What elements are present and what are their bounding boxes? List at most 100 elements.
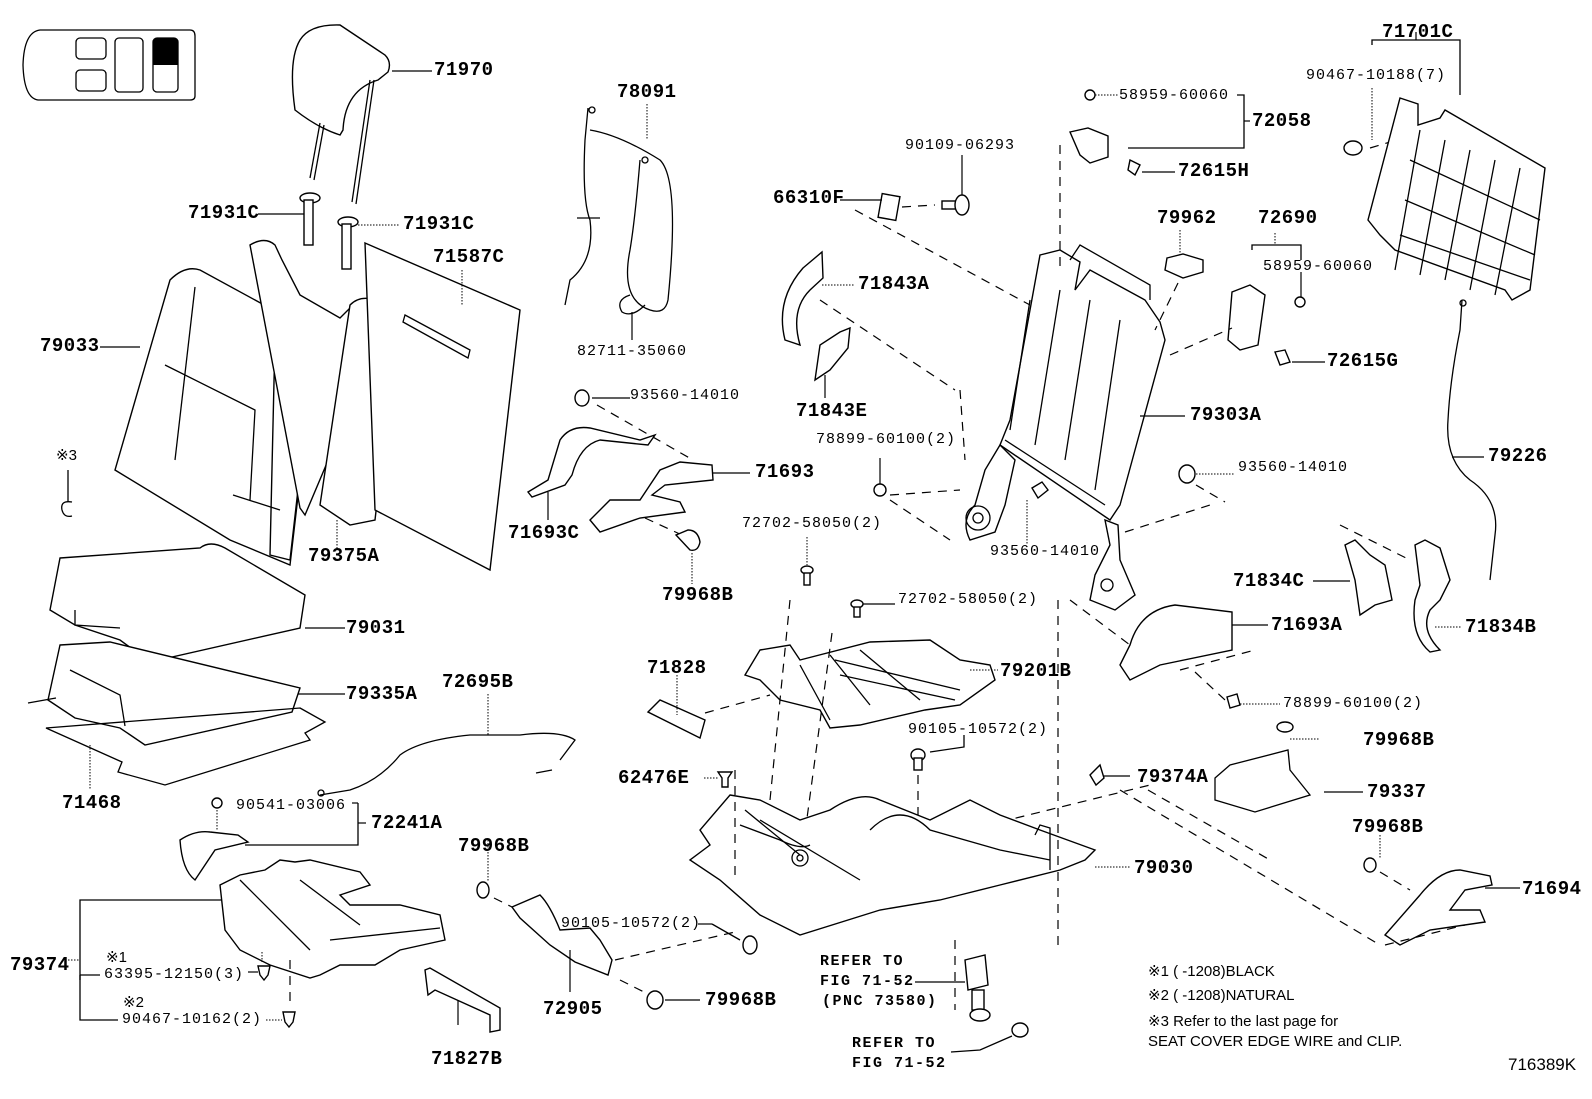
seatback-lock-striker-drawing xyxy=(1059,89,1250,270)
part-label-79968b-upper[interactable]: 79968B xyxy=(662,584,734,606)
part-label-71693a[interactable]: 71693A xyxy=(1271,614,1343,636)
hinge-cover-right-drawing xyxy=(1069,599,1280,709)
part-label-79375a[interactable]: 79375A xyxy=(308,545,380,567)
part-label-63395-12150[interactable]: 63395-12150(3) xyxy=(104,966,245,983)
part-label-72615h[interactable]: 72615H xyxy=(1178,160,1250,182)
part-label-71970[interactable]: 71970 xyxy=(434,59,494,81)
part-label-72241a[interactable]: 72241A xyxy=(371,812,443,834)
seatbelt-buckle-drawing xyxy=(915,940,1029,1053)
part-label-71834b[interactable]: 71834B xyxy=(1465,616,1537,638)
cushion-sheet-drawing xyxy=(27,697,327,790)
clip-drawing xyxy=(999,763,1151,823)
part-label-79303a[interactable]: 79303A xyxy=(1190,404,1262,426)
seat-cushion-frame-drawing xyxy=(743,599,998,871)
seatback-frame-drawing xyxy=(965,244,1185,611)
part-label-79374[interactable]: 79374 xyxy=(10,954,70,976)
refer-to-label-lower[interactable]: REFER TO xyxy=(852,1035,937,1052)
part-label-58959-60060-upper[interactable]: 58959-60060 xyxy=(1119,87,1230,104)
seat-cushion-pad-drawing xyxy=(47,641,345,746)
hinge-bolt-drawing xyxy=(1124,464,1235,533)
part-label-78091[interactable]: 78091 xyxy=(617,81,677,103)
footnote-3-line1: ※3 Refer to the last page for xyxy=(1148,1013,1339,1030)
cover-72241a-drawing xyxy=(179,797,366,882)
part-label-79030[interactable]: 79030 xyxy=(1134,857,1194,879)
part-label-79031[interactable]: 79031 xyxy=(346,617,406,639)
lock-assy-drawing xyxy=(1169,233,1325,366)
part-label-90467-10188[interactable]: 90467-10188(7) xyxy=(1306,67,1447,84)
footnote-3-line2: SEAT COVER EDGE WIRE and CLIP. xyxy=(1148,1033,1403,1050)
part-label-93560-14010-center[interactable]: 93560-14010 xyxy=(990,543,1101,560)
release-cable-lower-drawing xyxy=(317,694,576,797)
refer-fig-label-upper[interactable]: FIG 71-52 xyxy=(820,973,915,990)
part-label-72702-58050-lower[interactable]: 72702-58050(2) xyxy=(898,591,1039,608)
part-label-90109-06293[interactable]: 90109-06293 xyxy=(905,137,1016,154)
part-label-82711-35060[interactable]: 82711-35060 xyxy=(577,343,688,360)
part-label-79033[interactable]: 79033 xyxy=(40,335,100,357)
refer-pnc-label[interactable]: (PNC 73580) xyxy=(822,993,938,1010)
edge-wire-clip-drawing xyxy=(61,470,73,518)
bracket-bolt-drawing xyxy=(840,155,1031,306)
part-label-71694[interactable]: 71694 xyxy=(1522,878,1582,900)
marker-note-3: ※3 xyxy=(56,447,77,464)
part-label-71828[interactable]: 71828 xyxy=(647,657,707,679)
part-label-72702-58050-upper[interactable]: 72702-58050(2) xyxy=(742,515,883,532)
part-label-79962[interactable]: 79962 xyxy=(1157,207,1217,229)
part-label-71827b[interactable]: 71827B xyxy=(431,1048,503,1070)
part-label-71468[interactable]: 71468 xyxy=(62,792,122,814)
trim-71827b-drawing xyxy=(424,967,501,1033)
cover-72905-drawing xyxy=(476,840,758,1010)
part-label-71843e[interactable]: 71843E xyxy=(796,400,868,422)
part-label-71843a[interactable]: 71843A xyxy=(858,273,930,295)
part-label-90467-10162[interactable]: 90467-10162(2) xyxy=(122,1011,263,1028)
part-label-93560-14010-left[interactable]: 93560-14010 xyxy=(630,387,741,404)
part-label-72615g[interactable]: 72615G xyxy=(1327,350,1399,372)
part-label-78899-60100-lower[interactable]: 78899-60100(2) xyxy=(1283,695,1424,712)
part-label-71834c[interactable]: 71834C xyxy=(1233,570,1305,592)
part-label-79968b-right-lower[interactable]: 79968B xyxy=(1352,816,1424,838)
part-label-62476e[interactable]: 62476E xyxy=(618,767,690,789)
part-label-66310f[interactable]: 66310F xyxy=(773,187,845,209)
part-label-79968b-right-upper[interactable]: 79968B xyxy=(1363,729,1435,751)
part-label-79968b-bottom[interactable]: 79968B xyxy=(705,989,777,1011)
footnote-1: ※1 ( -1208)BLACK xyxy=(1148,963,1275,980)
part-label-79226[interactable]: 79226 xyxy=(1488,445,1548,467)
part-label-90105-10572-upper[interactable]: 90105-10572(2) xyxy=(908,721,1049,738)
marker-note-2: ※2 xyxy=(123,994,144,1011)
part-label-71693c[interactable]: 71693C xyxy=(508,522,580,544)
refer-to-label-upper[interactable]: REFER TO xyxy=(820,953,905,970)
seat-cushion-cover-drawing xyxy=(49,543,345,663)
part-label-90105-10572-lower[interactable]: 90105-10572(2) xyxy=(561,915,702,932)
part-label-71701c[interactable]: 71701C xyxy=(1382,21,1454,43)
clip-62476e-drawing xyxy=(704,771,734,788)
part-label-71931c-right[interactable]: 71931C xyxy=(403,213,475,235)
part-label-58959-60060-lower[interactable]: 58959-60060 xyxy=(1263,258,1374,275)
part-label-79337[interactable]: 79337 xyxy=(1367,781,1427,803)
part-label-71693[interactable]: 71693 xyxy=(755,461,815,483)
cable-clip-drawing xyxy=(619,294,646,340)
part-label-72058[interactable]: 72058 xyxy=(1252,110,1312,132)
cover-and-clips-drawing xyxy=(1119,721,1520,946)
part-label-79201b[interactable]: 79201B xyxy=(1000,660,1072,682)
part-label-72905[interactable]: 72905 xyxy=(543,998,603,1020)
recliner-bolts-drawing xyxy=(800,458,1049,618)
marker-note-1: ※1 xyxy=(106,949,127,966)
part-label-71931c-left[interactable]: 71931C xyxy=(188,202,260,224)
seat-track-frame-drawing xyxy=(688,600,1130,945)
part-label-90541-03006[interactable]: 90541-03006 xyxy=(236,797,347,814)
part-label-79374a[interactable]: 79374A xyxy=(1137,766,1209,788)
part-label-72695b[interactable]: 72695B xyxy=(442,671,514,693)
footnote-2: ※2 ( -1208)NATURAL xyxy=(1148,987,1295,1004)
part-label-93560-14010-right[interactable]: 93560-14010 xyxy=(1238,459,1349,476)
headrest-guides-drawing xyxy=(258,192,400,270)
part-label-72690[interactable]: 72690 xyxy=(1258,207,1318,229)
part-label-79335a[interactable]: 79335A xyxy=(346,683,418,705)
cover-79374-drawing xyxy=(68,859,446,1029)
recliner-cover-drawing xyxy=(781,250,966,461)
part-label-71587c[interactable]: 71587C xyxy=(433,246,505,268)
part-label-78899-60100-upper[interactable]: 78899-60100(2) xyxy=(816,431,957,448)
bracket-drawing xyxy=(646,675,771,740)
part-label-79968b-lower-left[interactable]: 79968B xyxy=(458,835,530,857)
hinge-cover-drawing xyxy=(526,389,750,584)
refer-fig-label-lower[interactable]: FIG 71-52 xyxy=(852,1055,947,1072)
